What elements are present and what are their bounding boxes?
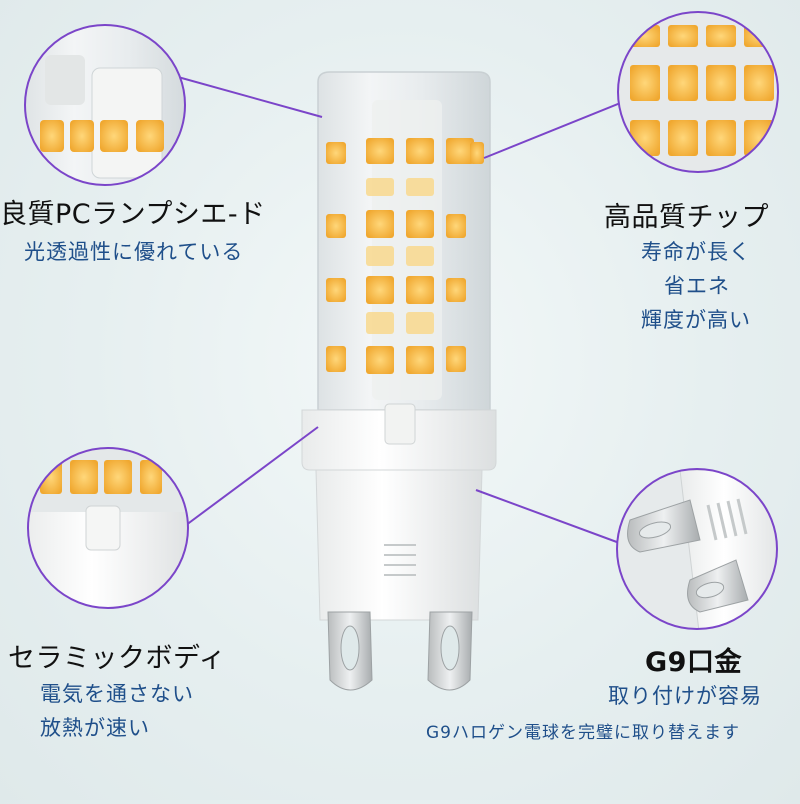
zoom-circle-shade <box>24 24 186 186</box>
zoom-circle-ceramic <box>27 447 189 609</box>
zoom-circle-chip <box>617 11 779 173</box>
body-title: セラミックボディ <box>8 643 227 674</box>
shade-desc: 光透過性に優れている <box>24 240 244 264</box>
base-desc-2: G9ハロゲン電球を完璧に取り替えます <box>426 723 740 743</box>
body-desc-1: 電気を通さない <box>40 682 194 706</box>
led-chip-array <box>326 138 484 374</box>
zoom-circle-base <box>616 468 778 630</box>
chip-desc-1: 寿命が長く <box>641 240 751 264</box>
leader-lines <box>159 71 661 549</box>
g9-bulb <box>301 71 497 691</box>
chip-desc-2: 省エネ <box>664 274 730 298</box>
base-desc-1: 取り付けが容易 <box>608 684 762 708</box>
base-title: G9口金 <box>645 647 742 678</box>
chip-desc-3: 輝度が高い <box>641 308 751 332</box>
body-desc-2: 放熱が速い <box>40 716 150 740</box>
chip-title: 高品質チップ <box>604 202 769 233</box>
shade-title: 良質PCランプシエ-ド <box>0 199 266 230</box>
